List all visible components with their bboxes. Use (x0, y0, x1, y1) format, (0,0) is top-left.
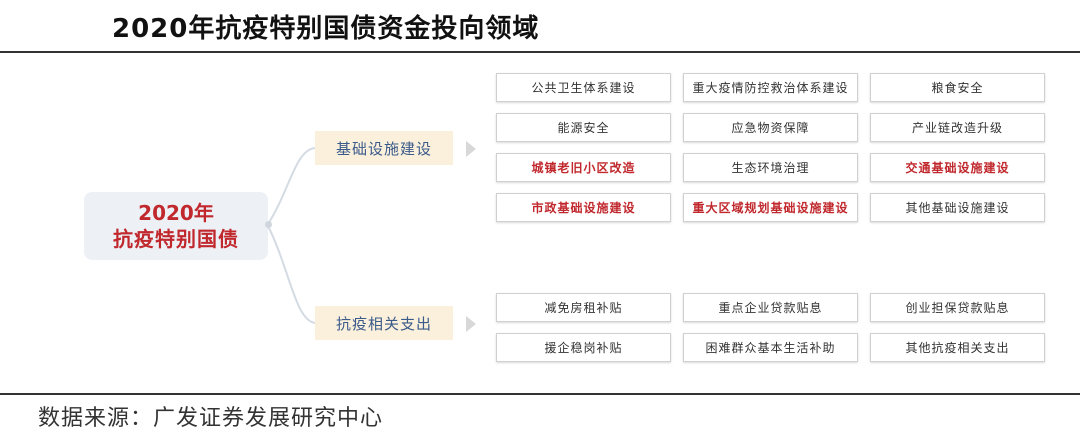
item-box: 应急物资保障 (683, 113, 858, 142)
item-box: 援企稳岗补贴 (496, 333, 671, 362)
data-source-note: 数据来源：广发证券发展研究中心 (38, 406, 384, 431)
item-box: 产业链改造升级 (870, 113, 1045, 142)
item-box: 粮食安全 (870, 73, 1045, 102)
item-box-highlight: 城镇老旧小区改造 (496, 153, 671, 182)
arrow-right-icon (466, 316, 476, 332)
item-box: 重点企业贷款贴息 (683, 293, 858, 322)
root-connector-dot (265, 221, 272, 228)
connector-to-infrastructure (267, 147, 316, 225)
item-box: 创业担保贷款贴息 (870, 293, 1045, 322)
item-box: 公共卫生体系建设 (496, 73, 671, 102)
bottom-rule (0, 393, 1080, 395)
item-box: 减免房租补贴 (496, 293, 671, 322)
item-box-highlight: 市政基础设施建设 (496, 193, 671, 222)
category-infrastructure: 基础设施建设 (315, 131, 453, 165)
item-box: 生态环境治理 (683, 153, 858, 182)
top-rule (0, 51, 1080, 53)
item-box-highlight: 交通基础设施建设 (870, 153, 1045, 182)
root-label-line1: 2020年 (138, 201, 214, 225)
item-box-highlight: 重大区域规划基础设施建设 (683, 193, 858, 222)
infrastructure-items: 公共卫生体系建设 重大疫情防控救治体系建设 粮食安全 能源安全 应急物资保障 产… (496, 73, 1045, 222)
item-box: 困难群众基本生活补助 (683, 333, 858, 362)
item-box: 其他基础设施建设 (870, 193, 1045, 222)
item-box: 其他抗疫相关支出 (870, 333, 1045, 362)
root-label-line2: 抗疫特别国债 (113, 227, 239, 251)
connector-to-epidemic (267, 225, 316, 324)
root-node: 2020年 抗疫特别国债 (84, 192, 268, 260)
item-box: 能源安全 (496, 113, 671, 142)
item-box: 重大疫情防控救治体系建设 (683, 73, 858, 102)
category-epidemic-spending: 抗疫相关支出 (315, 306, 453, 340)
page-title: 2020年抗疫特别国债资金投向领域 (112, 14, 540, 44)
epidemic-spending-items: 减免房租补贴 重点企业贷款贴息 创业担保贷款贴息 援企稳岗补贴 困难群众基本生活… (496, 293, 1045, 362)
arrow-right-icon (466, 141, 476, 157)
